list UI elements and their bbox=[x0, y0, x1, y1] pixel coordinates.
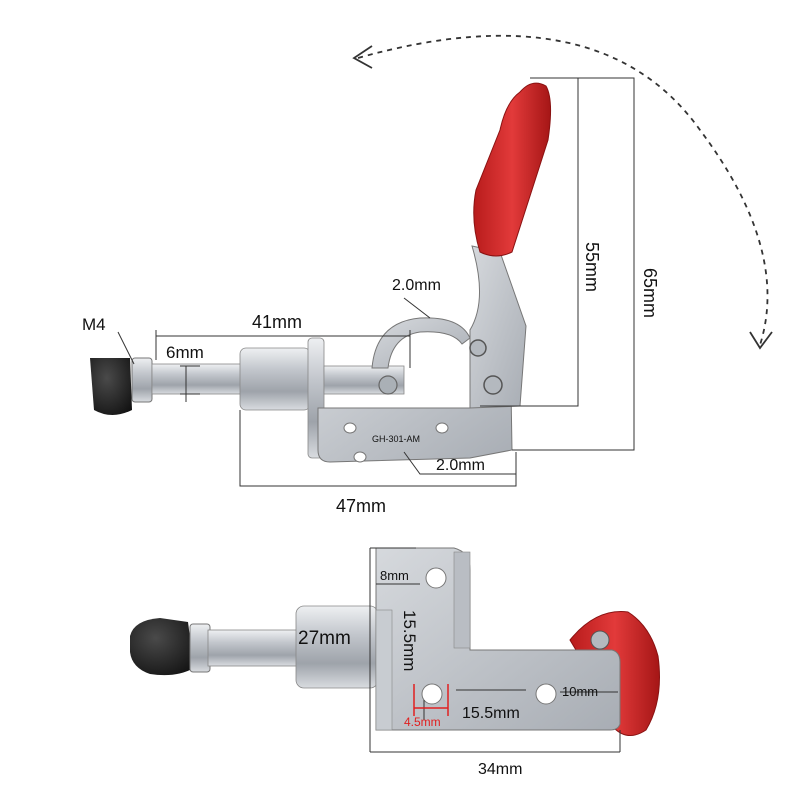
plate-hole bbox=[425, 567, 447, 589]
arrow-head-right bbox=[749, 331, 773, 350]
plunger-rod-plan bbox=[207, 629, 301, 667]
dimension-lines bbox=[117, 77, 635, 487]
rod-rivet bbox=[378, 375, 398, 395]
handle-arm bbox=[469, 245, 527, 409]
side-view: GH-301-AM bbox=[82, 34, 773, 516]
label-sleeve-length: 27mm bbox=[298, 628, 351, 649]
label-handle-thickness: 2.0mm bbox=[392, 277, 441, 294]
base-hole bbox=[343, 422, 357, 434]
label-thread: M4 bbox=[82, 315, 106, 334]
base-hole bbox=[435, 422, 449, 434]
arrow-head-left bbox=[352, 45, 373, 69]
upright-edge bbox=[453, 551, 471, 649]
plunger-rod bbox=[151, 363, 243, 395]
base-plate-side bbox=[375, 609, 393, 731]
rubber-tip-plan bbox=[130, 618, 194, 676]
base-stamp: GH-301-AM bbox=[372, 434, 420, 444]
label-hole-spacing-v: 15.5mm bbox=[400, 610, 419, 671]
label-body-length: 47mm bbox=[336, 496, 386, 516]
curved-link bbox=[371, 317, 471, 369]
label-edge-offset: 10mm bbox=[562, 684, 598, 699]
label-plunger-length: 41mm bbox=[252, 312, 302, 332]
pivot-rivet-plan bbox=[590, 630, 610, 650]
label-hole-offset: 8mm bbox=[380, 568, 409, 583]
pivot-rivet bbox=[469, 339, 487, 357]
label-hole-dia: 4.5mm bbox=[404, 715, 441, 729]
label-height-total: 65mm bbox=[640, 268, 660, 318]
dimension-lines-plan bbox=[369, 547, 621, 753]
base-hole bbox=[353, 451, 367, 463]
label-plunger-dia: 6mm bbox=[166, 343, 204, 362]
hole-dia-marker bbox=[413, 684, 449, 716]
plate-hole bbox=[421, 683, 443, 705]
label-hole-spacing-h: 15.5mm bbox=[462, 705, 520, 722]
plate-hole bbox=[535, 683, 557, 705]
pivot-rivet bbox=[483, 375, 503, 395]
hex-nut bbox=[131, 357, 153, 403]
rubber-tip bbox=[90, 358, 132, 415]
curved-dashed-arrow-icon bbox=[357, 34, 769, 346]
handle-grip bbox=[473, 82, 552, 257]
hex-nut-plan bbox=[189, 623, 211, 673]
label-base-thickness: 2.0mm bbox=[436, 457, 485, 474]
label-base-width: 34mm bbox=[478, 761, 522, 778]
label-height-pivot: 55mm bbox=[582, 242, 602, 292]
plan-view: 27mm 8mm 15.5mm 4.5mm 15.5mm 10mm 34mm bbox=[130, 547, 660, 778]
sleeve bbox=[239, 347, 311, 411]
